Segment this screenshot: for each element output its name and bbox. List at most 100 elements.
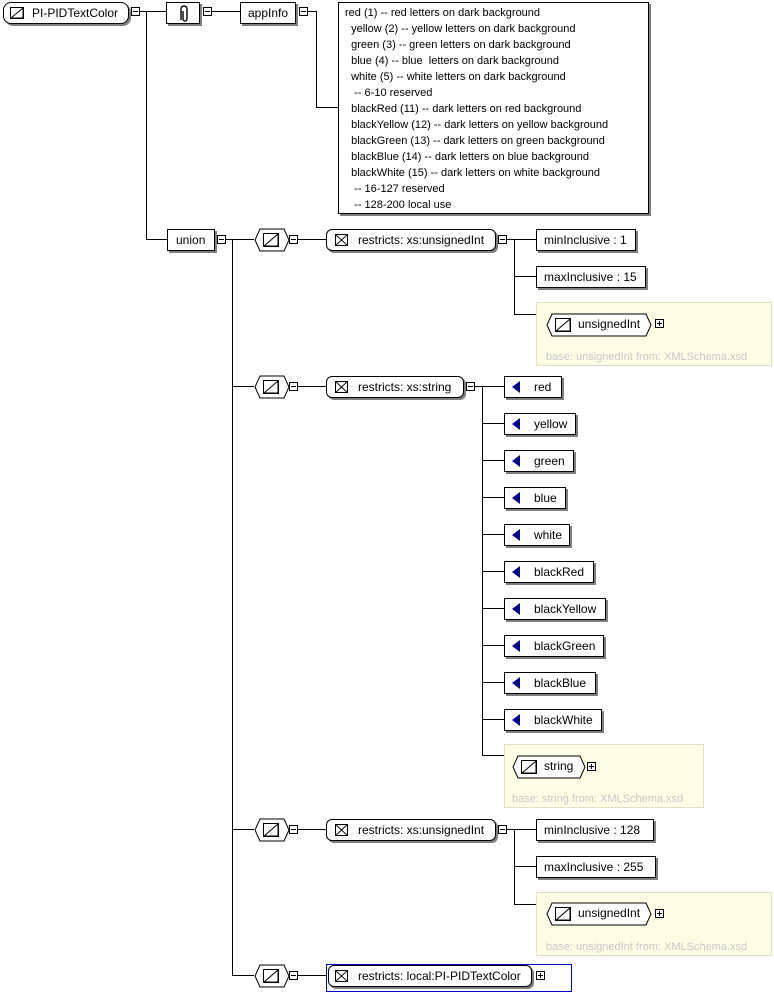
union-label: union — [176, 233, 206, 247]
enum-label: blackGreen — [534, 639, 596, 653]
annotation-collapse-toggle[interactable] — [203, 7, 212, 16]
paperclip-icon — [180, 5, 188, 22]
base-string-node[interactable] — [512, 755, 586, 779]
enum-green[interactable]: green — [504, 450, 574, 472]
restriction-1-label: restricts: xs:unsignedInt — [358, 233, 485, 247]
enum-label: yellow — [534, 417, 568, 431]
restriction-1-node[interactable]: restricts: xs:unsignedInt — [326, 229, 496, 251]
restriction-2-label: restricts: xs:string — [358, 380, 452, 394]
enum-white[interactable]: white — [504, 524, 570, 546]
doc-line: yellow (2) -- yellow letters on dark bac… — [345, 23, 576, 35]
enum-label: red — [534, 380, 552, 394]
root-collapse-toggle[interactable] — [131, 7, 140, 16]
enum-label: blackBlue — [534, 676, 587, 690]
enumeration-icon — [512, 455, 520, 467]
doc-line: blackYellow (12) -- dark letters on yell… — [345, 119, 609, 131]
restriction-icon — [335, 970, 348, 982]
restriction-icon — [335, 824, 348, 836]
base-type-label: unsignedInt — [578, 906, 641, 920]
enum-label: blackRed — [534, 565, 585, 579]
restriction-3-node[interactable]: restricts: xs:unsignedInt — [326, 819, 496, 841]
base-type-label: string — [544, 759, 574, 773]
enumeration-icon — [512, 381, 520, 393]
root-name: PI-PIDTextColor — [32, 6, 119, 20]
restriction-3-label: restricts: xs:unsignedInt — [358, 823, 485, 837]
doc-line: blue (4) -- blue letters on dark backgro… — [345, 55, 560, 67]
restriction-4-node[interactable]: restricts: local:PI-PIDTextColor — [328, 965, 532, 987]
facet-label: maxInclusive : 255 — [544, 860, 644, 874]
annotation-node[interactable] — [166, 2, 200, 24]
simpletype-branch-2-toggle[interactable] — [289, 382, 298, 391]
appinfo-collapse-toggle[interactable] — [299, 7, 308, 16]
enum-label: blackWhite — [534, 713, 593, 727]
base-note-2: base: string from: XMLSchema.xsd — [512, 793, 684, 805]
enumeration-icon — [512, 603, 520, 615]
enum-label: green — [534, 454, 565, 468]
facet-maxinclusive-3[interactable]: maxInclusive : 255 — [536, 856, 656, 878]
restriction-4-expand[interactable] — [536, 971, 545, 980]
restriction-3-toggle[interactable] — [498, 825, 507, 834]
simpletype-branch-4[interactable] — [254, 964, 290, 988]
restriction-icon — [335, 234, 348, 246]
facet-label: minInclusive : 128 — [544, 823, 641, 837]
base-type-label: unsignedInt — [578, 317, 641, 331]
doc-line: white (5) -- white letters on dark backg… — [345, 71, 566, 83]
base-unsignedint-node-1[interactable] — [546, 313, 652, 337]
enum-blackred[interactable]: blackRed — [504, 561, 594, 583]
enumeration-icon — [512, 492, 520, 504]
base-note-1: base: unsignedInt from: XMLSchema.xsd — [546, 351, 748, 363]
simpletype-branch-3-toggle[interactable] — [289, 825, 298, 834]
simpletype-branch-3[interactable] — [254, 818, 290, 842]
restriction-1-toggle[interactable] — [498, 235, 507, 244]
base-unsignedint-node-3[interactable] — [546, 902, 652, 926]
enum-blackblue[interactable]: blackBlue — [504, 672, 596, 694]
root-simpletype-node[interactable]: PI-PIDTextColor — [3, 2, 129, 24]
doc-line: green (3) -- green letters on dark backg… — [345, 39, 571, 51]
restriction-2-node[interactable]: restricts: xs:string — [326, 376, 464, 398]
simpletype-branch-2[interactable] — [254, 375, 290, 399]
doc-line: -- 16-127 reserved — [345, 183, 445, 195]
enumeration-icon — [512, 529, 520, 541]
restriction-icon — [335, 381, 348, 393]
union-node[interactable]: union — [167, 229, 215, 251]
simpletype-branch-1[interactable] — [254, 228, 290, 252]
base-unsignedint-expand-3[interactable] — [655, 909, 664, 918]
doc-line: blackRed (11) -- dark letters on red bac… — [345, 103, 582, 115]
simpletype-icon — [10, 7, 24, 19]
enum-yellow[interactable]: yellow — [504, 413, 576, 435]
enum-blackyellow[interactable]: blackYellow — [504, 598, 606, 620]
appinfo-label: appInfo — [248, 6, 289, 20]
facet-maxinclusive-1[interactable]: maxInclusive : 15 — [536, 266, 646, 288]
appinfo-documentation: red (1) -- red letters on dark backgroun… — [338, 2, 649, 214]
enumeration-icon — [512, 418, 520, 430]
enum-blackwhite[interactable]: blackWhite — [504, 709, 602, 731]
enumeration-icon — [512, 714, 520, 726]
enumeration-icon — [512, 566, 520, 578]
doc-line: -- 128-200 local use — [345, 199, 452, 211]
enum-blackgreen[interactable]: blackGreen — [504, 635, 604, 657]
union-collapse-toggle[interactable] — [217, 235, 226, 244]
base-type-panel-1 — [536, 302, 772, 366]
enum-label: blue — [534, 491, 557, 505]
facet-mininclusive-3[interactable]: minInclusive : 128 — [536, 819, 654, 841]
enum-label: blackYellow — [534, 602, 597, 616]
restriction-4-selection — [326, 964, 572, 992]
enumeration-icon — [512, 640, 520, 652]
enum-blue[interactable]: blue — [504, 487, 566, 509]
enum-label: white — [534, 528, 563, 542]
base-string-expand[interactable] — [587, 762, 596, 771]
facet-label: minInclusive : 1 — [544, 233, 627, 247]
enum-red[interactable]: red — [504, 376, 562, 398]
base-unsignedint-expand-1[interactable] — [655, 319, 664, 328]
doc-line: red (1) -- red letters on dark backgroun… — [345, 7, 541, 19]
base-note-3: base: unsignedInt from: XMLSchema.xsd — [546, 941, 748, 953]
simpletype-branch-1-toggle[interactable] — [289, 235, 298, 244]
facet-label: maxInclusive : 15 — [544, 270, 637, 284]
facet-mininclusive-1[interactable]: minInclusive : 1 — [536, 229, 636, 251]
appinfo-node[interactable]: appInfo — [240, 2, 296, 24]
doc-line: blackGreen (13) -- dark letters on green… — [345, 135, 605, 147]
restriction-2-toggle[interactable] — [466, 382, 475, 391]
enumeration-icon — [512, 677, 520, 689]
doc-line: blackBlue (14) -- dark letters on blue b… — [345, 151, 589, 163]
simpletype-branch-4-toggle[interactable] — [289, 971, 298, 980]
